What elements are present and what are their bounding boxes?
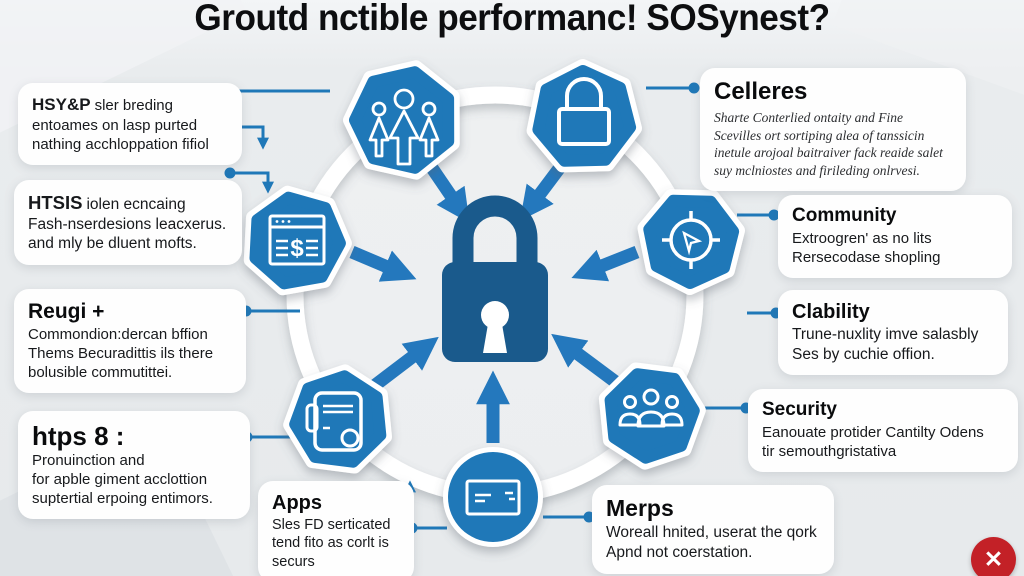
- callout-heading: Reugi +: [28, 300, 105, 323]
- callout-body: Trune-nuxlity imve salasbly Ses by cuchi…: [792, 326, 979, 363]
- padlock-outline-icon: [557, 77, 611, 146]
- callout-heading: Security: [762, 399, 837, 420]
- callout-body: Extroogren' as no lits Rersecodase shopl…: [792, 229, 941, 266]
- badge-card: [443, 447, 543, 547]
- callout-heading: HTSIS: [28, 192, 83, 213]
- badge-group: [598, 362, 706, 470]
- badge-lock: [526, 59, 642, 173]
- badge-team: [343, 60, 460, 180]
- payment-card-icon: [465, 479, 521, 516]
- close-icon: ✕: [983, 546, 1004, 572]
- callout-heading: Merps: [606, 495, 674, 521]
- group-icon: [618, 388, 684, 428]
- connector-dot: [224, 167, 236, 179]
- badge-browser-dollar: $: [243, 185, 352, 296]
- callout-community: Community Extroogren' as no lits Rerseco…: [778, 195, 1012, 278]
- callout-security: Security Eanouate protider Cantilty Oden…: [748, 389, 1018, 472]
- callout-body: iolen ecncaing Fash-nserdesions leacxeru…: [28, 196, 227, 253]
- inward-arrows: [349, 162, 640, 443]
- connector-dot: [768, 209, 780, 221]
- badge-document: [283, 364, 392, 474]
- callout-body: Sles FD serticated tend fito as corlt is…: [272, 517, 391, 570]
- callout-htps: htps 8 : Pronuinction and for apble gime…: [18, 411, 250, 519]
- callout-celleres: Celleres Sharte Conterlied ontaity and F…: [700, 68, 966, 191]
- dollar-glyph: $: [290, 235, 304, 262]
- target-icon: [662, 211, 720, 269]
- callout-clability: Clability Trune-nuxlity imve salasbly Se…: [778, 290, 1008, 376]
- callout-body: Commondion:dercan bffion Thems Becuradit…: [28, 326, 214, 382]
- callout-body: Pronuinction and for apble giment acclot…: [32, 451, 213, 507]
- connector-dot: [583, 511, 595, 523]
- callout-reugi: Reugi + Commondion:dercan bffion Thems B…: [14, 289, 246, 394]
- team-icon: [368, 88, 440, 166]
- callout-heading: Apps: [272, 492, 322, 514]
- central-padlock-icon: [442, 195, 548, 362]
- callout-heading: Celleres: [714, 78, 808, 105]
- badge-target: [637, 189, 745, 295]
- callout-body: Woreall hnited, userat the qork Apnd not…: [606, 524, 817, 561]
- close-button[interactable]: ✕: [971, 537, 1016, 576]
- callout-apps: Apps Sles FD serticated tend fito as cor…: [258, 481, 414, 576]
- callout-heading: Community: [792, 205, 897, 226]
- callout-heading: HSY&P: [32, 95, 91, 114]
- browser-dollar-icon: $: [268, 214, 326, 266]
- callout-heading: htps 8 :: [32, 421, 125, 451]
- callout-body: Eanouate protider Cantilty Odens tir sem…: [762, 423, 984, 460]
- page-title: Groutd nctible performanc! SOSynest?: [194, 0, 830, 38]
- callout-body: Sharte Conterlied ontaity and Fine Scevi…: [714, 110, 943, 179]
- callout-merps: Merps Woreall hnited, userat the qork Ap…: [592, 485, 834, 574]
- document-certificate-icon: [305, 391, 363, 452]
- connector-dot: [688, 82, 700, 94]
- callout-heading: Clability: [792, 301, 870, 323]
